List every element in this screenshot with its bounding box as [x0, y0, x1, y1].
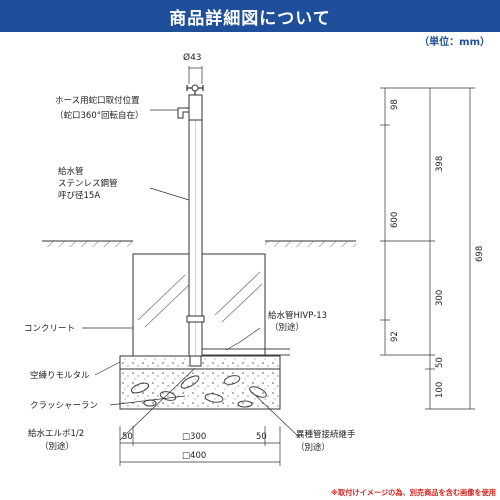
pipe-label-1: 給水管 — [58, 166, 84, 177]
annotation-labels: ホース用蛇口取付位置 （蛇口360°回転自在） 給水管 ステンレス鋼管 呼び径1… — [24, 95, 356, 453]
dim-100: 100 — [435, 382, 445, 398]
leader-lines — [82, 109, 301, 441]
diameter-dimension: Ø43 — [183, 52, 203, 84]
dimension-values: 98 600 92 398 300 50 100 698 — [390, 99, 485, 398]
elbow-label-1: 給水エルボ1/2 — [28, 428, 84, 439]
hose-label-2: （蛇口360°回転自在） — [55, 110, 143, 121]
dim-398: 398 — [435, 156, 445, 172]
crusher-run-layer — [119, 368, 281, 410]
dim-98: 98 — [390, 99, 400, 110]
faucet — [177, 84, 204, 121]
joint-label-1: 異種管接続継手 — [296, 429, 356, 440]
unit-label: （単位：mm） — [419, 37, 490, 48]
mortar-label: 空練りモルタル — [30, 370, 90, 381]
concrete-label: コンクリート — [24, 324, 75, 334]
page-title: 商品詳細図について — [169, 8, 331, 29]
dim-50-vertical: 50 — [435, 357, 445, 368]
dim-300-vertical: 300 — [435, 290, 445, 306]
horizontal-dimension-values: 50 □300 50 □400 — [122, 432, 267, 461]
ground-surface — [42, 240, 356, 247]
pipe-label-2: ステンレス鋼管 — [58, 178, 118, 189]
footnote: ※取付けイメージの為、別売商品を含む画像を使用 — [331, 488, 496, 497]
stainless-pipe — [186, 119, 205, 367]
diameter-label: Ø43 — [183, 52, 202, 63]
crusher-label: クラッシャーラン — [30, 401, 98, 411]
dim-600: 600 — [390, 212, 400, 228]
elbow-label-2: （別途） — [40, 441, 74, 452]
joint-label-2: （別途） — [296, 442, 330, 453]
dim-698: 698 — [475, 246, 485, 262]
dim-50-left: 50 — [122, 432, 133, 442]
header-banner: 商品詳細図について — [0, 0, 500, 32]
dim-92: 92 — [390, 331, 400, 342]
dim-300-square: □300 — [182, 432, 206, 442]
pipe-label-3: 呼び径15A — [58, 190, 100, 201]
dim-50-right: 50 — [256, 432, 267, 442]
dim-400-square: □400 — [182, 451, 206, 461]
horizontal-dimensions — [119, 426, 281, 466]
hivp-label-2: （別途） — [270, 322, 304, 333]
hose-label-1: ホース用蛇口取付位置 — [55, 95, 140, 106]
hivp-label-1: 給水管HIVP-13 — [268, 310, 327, 321]
vertical-dimensions — [380, 87, 475, 410]
hivp-pipe — [198, 348, 290, 356]
